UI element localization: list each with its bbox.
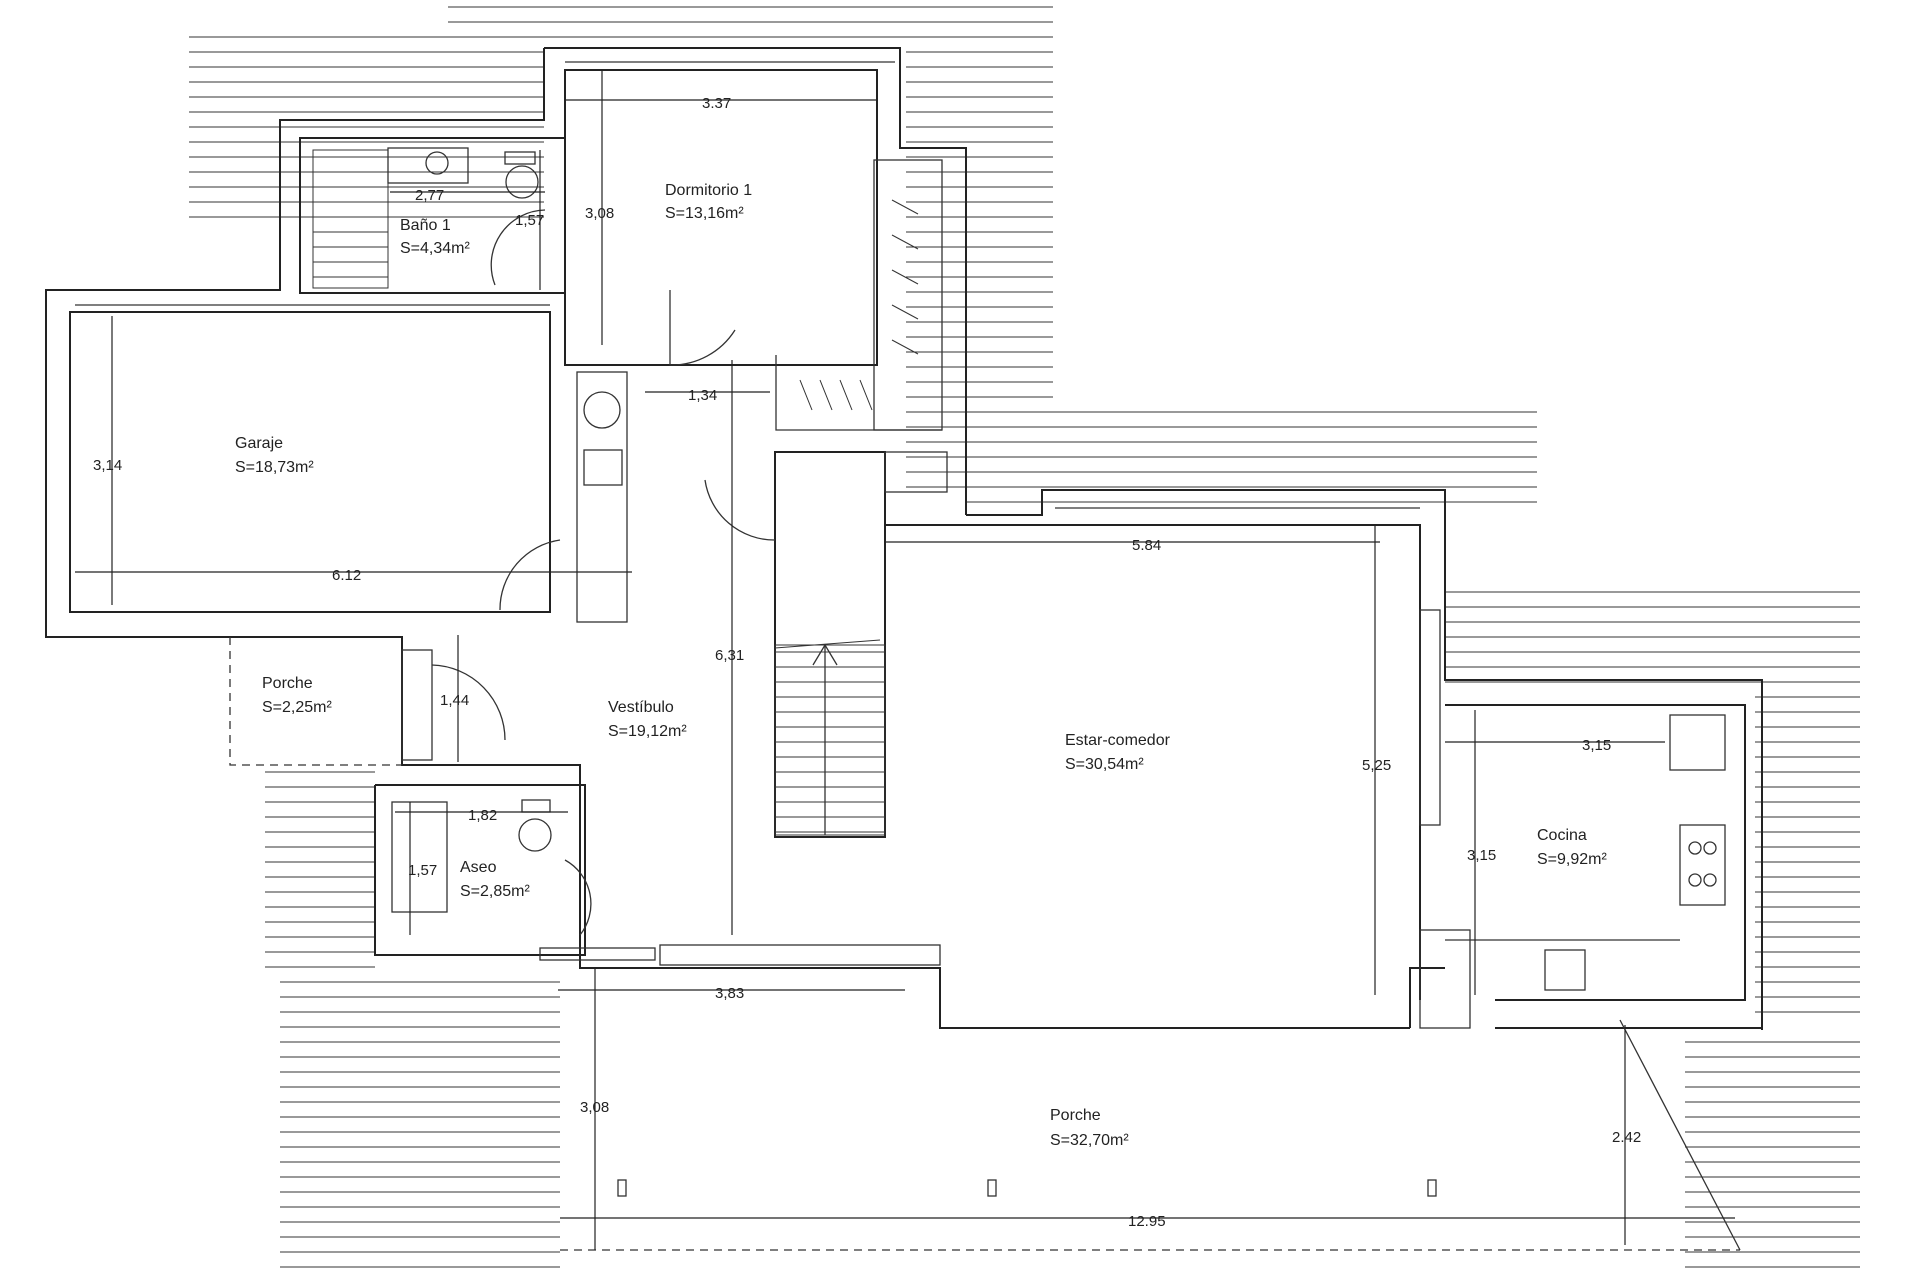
room-name-porche-large: Porche xyxy=(1050,1107,1101,1124)
large-porch xyxy=(560,1019,1741,1251)
room-name-bano: Baño 1 xyxy=(400,217,451,234)
room-area-garaje: S=18,73m² xyxy=(235,459,314,476)
staircase xyxy=(704,451,948,838)
dim-label: 1,44 xyxy=(440,692,469,709)
room-area-estar: S=30,54m² xyxy=(1065,756,1144,773)
small-porch xyxy=(229,637,506,766)
exterior-walls xyxy=(45,47,1763,1030)
dimension-lines xyxy=(75,70,1735,1250)
dim-label: 6.12 xyxy=(332,567,361,584)
toilet-walls xyxy=(374,784,656,961)
dim-label: 1,82 xyxy=(468,807,497,824)
room-name-porche-small: Porche xyxy=(262,675,313,692)
room-name-cocina: Cocina xyxy=(1537,827,1587,844)
dim-label: 3,08 xyxy=(585,205,614,222)
room-name-garaje: Garaje xyxy=(235,435,283,452)
bedroom-walls xyxy=(564,61,943,431)
kitchen-walls xyxy=(1419,704,1746,1029)
dim-label: 3,08 xyxy=(580,1099,609,1116)
dim-label: 3,15 xyxy=(1582,737,1611,754)
room-area-porche-large: S=32,70m² xyxy=(1050,1132,1129,1149)
room-area-cocina: S=9,92m² xyxy=(1537,851,1607,868)
room-area-bano: S=4,34m² xyxy=(400,240,470,257)
dim-label: 3,14 xyxy=(93,457,122,474)
room-name-estar: Estar-comedor xyxy=(1065,732,1171,749)
room-area-dormitorio: S=13,16m² xyxy=(665,205,744,222)
room-name-vestibulo: Vestíbulo xyxy=(608,699,674,716)
room-name-dormitorio: Dormitorio 1 xyxy=(665,182,752,199)
dim-label: 5,25 xyxy=(1362,757,1391,774)
room-labels: Dormitorio 1 S=13,16m² Baño 1 S=4,34m² G… xyxy=(235,182,1607,1149)
room-area-porche-small: S=2,25m² xyxy=(262,699,332,716)
dim-label: 1,57 xyxy=(515,212,544,229)
dimension-labels: 3.37 3,08 2,77 1,57 1,34 3,14 6.12 1,44 … xyxy=(93,95,1641,1230)
dim-label: 3,83 xyxy=(715,985,744,1002)
room-name-aseo: Aseo xyxy=(460,859,497,876)
dim-label: 2.42 xyxy=(1612,1129,1641,1146)
dim-label: 3,15 xyxy=(1467,847,1496,864)
living-room-walls xyxy=(659,507,1441,1000)
garage-walls xyxy=(69,304,628,623)
dim-label: 1,34 xyxy=(688,387,717,404)
dim-label: 2,77 xyxy=(415,187,444,204)
dim-label: 3.37 xyxy=(702,95,731,112)
dim-label: 1,57 xyxy=(408,862,437,879)
bathroom-walls xyxy=(299,137,566,294)
dim-label: 12.95 xyxy=(1128,1213,1166,1230)
dim-label: 6,31 xyxy=(715,647,744,664)
exterior-terrace-hatching xyxy=(189,0,1860,1280)
room-area-aseo: S=2,85m² xyxy=(460,883,530,900)
dim-label: 5.84 xyxy=(1132,537,1161,554)
room-area-vestibulo: S=19,12m² xyxy=(608,723,687,740)
